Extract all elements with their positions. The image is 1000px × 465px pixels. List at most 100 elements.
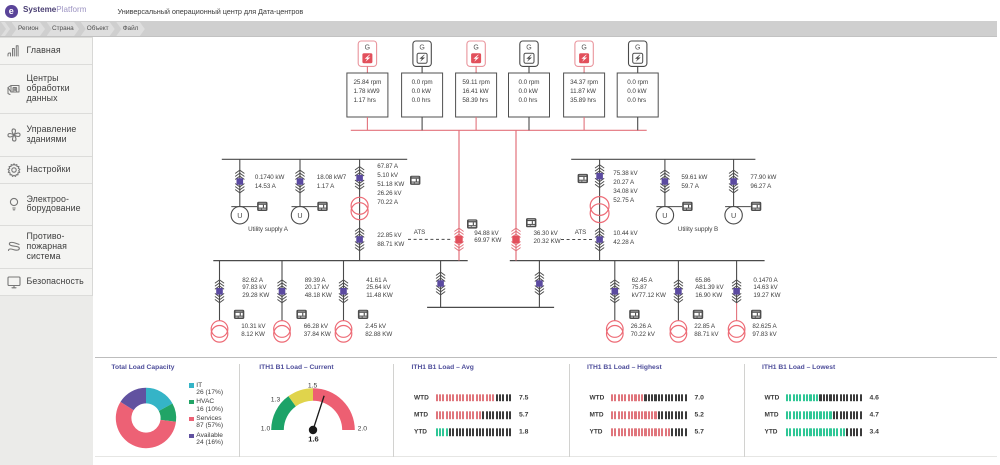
current-panel-title: ITH1 B1 Load – Current: [259, 364, 334, 371]
generator-2-stats: 0.0 rpm 0.0 kW 0.0 hrs: [411, 78, 433, 104]
br1-top-values: 62.45 A 75.87 kV77.12 KW: [631, 276, 666, 299]
br2-top-values: 65.86 A81.39 kV 16.90 KW: [695, 276, 724, 299]
bl1-bot-values: 10.31 kV 8.12 KW: [241, 323, 266, 338]
brand-name: SystemePlatform: [23, 5, 86, 14]
bar-row-value: 1.8: [519, 428, 529, 436]
bar-row-label: YTD: [764, 428, 778, 436]
bar-row-value: 7.5: [519, 394, 529, 402]
bar-strip: [611, 411, 687, 419]
bar-row-label: WTD: [589, 394, 605, 402]
sidebar-item-data-centers[interactable]: Центры обработки данных: [0, 65, 92, 114]
ats-left-values: 94.88 kV 69.97 KW: [474, 229, 502, 245]
bl3-top-values: 41.61 A 25.64 kV 11.48 KW: [366, 276, 393, 299]
sidebar-item-settings[interactable]: Настройки: [0, 157, 92, 184]
ats-right-values: 36.30 kV 20.32 KW: [533, 230, 561, 245]
brand-name-light: Platform: [56, 5, 87, 14]
gauge-tick-label: 1.5: [307, 382, 318, 389]
generator-6-stats: 0.0 rpm 0.0 kW 0.0 hrs: [627, 78, 649, 104]
bar-row-label: YTD: [589, 428, 603, 436]
bar-panel-title-3: ITH1 B1 Load – Lowest: [762, 364, 836, 371]
feeder-b1-values: 59.61 kW 59.7 A: [681, 173, 708, 190]
sidebar-item-fire-system[interactable]: Противо- пожарная система: [0, 226, 92, 270]
gauge-tick-label: 1.3: [270, 396, 281, 404]
gauge-needle: [311, 395, 325, 431]
sidebar-item-label: Главная: [26, 45, 61, 56]
bar-strip: [435, 394, 512, 402]
transformer-b-values: 75.38 kV 20.27 A 34.08 kV 52.75 A: [613, 170, 638, 205]
generator-5-stats: 34.37 rpm 11.87 kW 35.89 hrs: [570, 78, 599, 104]
bl1-top-values: 82.62 A 97.83 kV 29.28 KW: [242, 276, 270, 299]
gauge-value: 1.6: [308, 434, 319, 444]
breadcrumb-item-2[interactable]: Страна: [47, 22, 80, 36]
gauge-band: [270, 396, 296, 430]
legend-entry-hvac: HVAC 16 (10%): [196, 398, 224, 413]
sidebar-item-electrical[interactable]: Электроо- борудование: [0, 184, 92, 227]
breadcrumb-item-4[interactable]: Файл: [116, 22, 145, 36]
home-activity-icon: [6, 43, 22, 59]
bar-row-value: 5.7: [519, 411, 529, 419]
bl2-top-values: 89.39 A 20.17 kV 48.18 KW: [304, 276, 332, 299]
page-title: Универсальный операционный центр для Дат…: [117, 6, 304, 16]
gauge-pivot: [308, 425, 317, 435]
bl2-bot-values: 66.28 kV 37.84 KW: [303, 323, 331, 338]
bar-panel-title-2: ITH1 B1 Load – Highest: [587, 364, 662, 371]
bottom-panels: Total Load Capacity IT 26 (17%) HVAC 16 (1…: [95, 357, 997, 457]
breadcrumb-item-1[interactable]: Регион: [12, 22, 46, 36]
data-center-icon: [6, 81, 22, 97]
ats-left-label: ATS: [413, 228, 426, 236]
feeder-b2-values: 77.90 kW 96.27 A: [750, 173, 777, 190]
bar-strip: [611, 394, 687, 402]
current-gauge-chart: [270, 388, 355, 435]
ats-right-label: ATS: [574, 228, 587, 236]
capacity-donut-chart: [115, 387, 177, 448]
bar-row-value: 5.7: [694, 428, 704, 436]
bar-row-label: WTD: [414, 394, 429, 402]
brand-logo-icon: e: [5, 5, 18, 18]
fire-system-icon: [6, 239, 22, 255]
bar-panel-title-1: ITH1 B1 Load – Avg: [411, 364, 474, 371]
bar-strip: [786, 428, 862, 437]
generator-1-stats: 25.84 rpm 1.78 kW9 1.17 hrs: [353, 78, 382, 104]
bar-row-value: 3.4: [869, 428, 879, 436]
bar-strip: [435, 428, 512, 437]
capacity-panel-title: Total Load Capacity: [111, 364, 175, 371]
br3-bot-values: 82.625 A 97.83 kV: [752, 323, 777, 338]
legend-swatch-available: [189, 433, 194, 438]
br3-top-values: 0.1470 A 14.63 kV 19.27 KW: [753, 276, 781, 299]
breadcrumb-stub: [1, 22, 10, 36]
feeder-a2-values: 18.08 kW7 1.17 A: [316, 174, 347, 191]
transformer-a-values: 67.87 A 5.10 kV 51.18 KW 26.26 kV 70.22 …: [377, 163, 405, 207]
breadcrumb-item-3[interactable]: Объект: [81, 22, 115, 36]
bar-row-label: MTD: [764, 411, 779, 419]
generator-4-stats: 0.0 rpm 0.0 kW 0.0 hrs: [518, 78, 540, 104]
legend-entry-available: Available 24 (16%): [196, 431, 224, 447]
legend-swatch-it: [189, 383, 194, 388]
transformer-b-breaker-values: 10.44 kV 42.28 A: [613, 229, 638, 246]
legend-entry-it: IT 26 (17%): [196, 381, 224, 396]
gear-icon: [6, 162, 22, 178]
sidebar-item-label: Управление зданиями: [26, 124, 77, 144]
sidebar-item-label: Противо- пожарная система: [26, 231, 68, 262]
bar-row-label: MTD: [589, 411, 604, 419]
bar-strip: [435, 411, 512, 419]
panel-separator: [393, 364, 394, 457]
utility-supply-a-label: Utility supply A: [248, 226, 288, 233]
panel-separator: [743, 364, 745, 457]
donut-slice-services: [115, 401, 176, 448]
panel-separator: [568, 364, 570, 457]
sidebar-item-security[interactable]: Безопасность: [0, 269, 92, 296]
sidebar-item-building-management[interactable]: Управление зданиями: [0, 114, 92, 158]
generator-3-stats: 59.11 rpm 16.41 kW 58.39 hrs: [462, 78, 490, 104]
sidebar-item-label: Безопасность: [26, 275, 84, 286]
gauge-tick-label: 2.0: [357, 425, 368, 433]
donut-slice-hvac: [158, 403, 177, 422]
fan-icon: [6, 127, 22, 143]
gauge-band: [287, 388, 313, 407]
br2-bot-values: 22.85 A 88.71 kV: [694, 323, 719, 338]
sidebar-item-home[interactable]: Главная: [0, 38, 92, 65]
brand-name-bold: Systeme: [23, 5, 57, 14]
